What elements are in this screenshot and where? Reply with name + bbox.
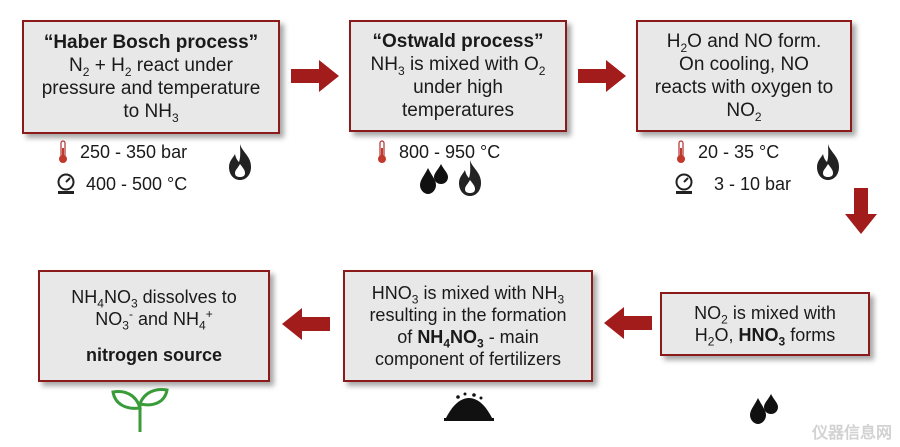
cooling-pressure-value: 3 - 10 bar	[714, 174, 792, 194]
arrow-left-icon	[282, 308, 330, 340]
haber-temp-value: 400 - 500 °C	[86, 174, 188, 194]
hno3-line-3: of NH4NO3 - main	[397, 327, 539, 351]
ostwald-line-3: temperatures	[402, 100, 514, 121]
ostwald-temp-value: 800 - 950 °C	[399, 142, 501, 162]
soil-pile-icon	[444, 392, 494, 421]
droplets-icon	[750, 394, 778, 424]
dissolve-box: NH4NO3 dissolves to NO3- and NH4+ nitrog…	[38, 270, 270, 382]
haber-pressure-row: 250 - 350 bar	[56, 140, 187, 164]
haber-temp-row: 400 - 500 °C	[56, 173, 187, 195]
sprout-icon	[111, 388, 169, 432]
ostwald-box: “Ostwald process” NH3 is mixed with O2 u…	[349, 20, 567, 132]
cooling-line-3: reacts with oxygen to	[654, 77, 834, 98]
ostwald-temp-row: 800 - 950 °C	[375, 140, 500, 164]
haber-bosch-title: “Haber Bosch process”	[43, 32, 259, 53]
cooling-line-1: H2O and NO form.	[666, 31, 822, 55]
haber-line-1: N2 + H2 react under	[69, 55, 233, 79]
dissolve-line-2: NO3- and NH4+	[95, 307, 213, 333]
haber-bosch-box: “Haber Bosch process” N2 + H2 react unde…	[22, 20, 280, 134]
droplets-icon	[420, 164, 448, 194]
haber-line-2: pressure and temperature	[41, 78, 261, 99]
hno3-box: HNO3 is mixed with NH3 resulting in the …	[343, 270, 593, 382]
cooling-temp-value: 20 - 35 °C	[698, 142, 780, 162]
cooling-temp-row: 20 - 35 °C	[674, 140, 779, 164]
cooling-line-4: NO2	[726, 100, 762, 124]
cooling-line-2: On cooling, NO	[679, 54, 809, 75]
ostwald-line-2: under high	[413, 77, 503, 98]
arrow-right-icon	[578, 60, 626, 92]
thermometer-icon	[677, 140, 685, 163]
arrow-right-icon	[291, 60, 339, 92]
flame-icon	[229, 144, 251, 180]
haber-line-3: to NH3	[123, 101, 179, 125]
ostwald-line-1: NH3 is mixed with O2	[370, 54, 546, 78]
hno3-line-1: HNO3 is mixed with NH3	[371, 283, 565, 307]
flame-icon	[817, 144, 839, 180]
cooling-pressure-row: 3 - 10 bar	[674, 173, 791, 195]
cooling-box: H2O and NO form. On cooling, NO reacts w…	[636, 20, 852, 132]
flame-icon	[459, 160, 481, 196]
pressure-gauge-icon	[57, 173, 75, 194]
haber-pressure-value: 250 - 350 bar	[80, 142, 188, 162]
hno3-line-2: resulting in the formation	[369, 305, 567, 325]
ostwald-title: “Ostwald process”	[372, 31, 544, 52]
no2-line-2: H2O, HNO3 forms	[694, 325, 836, 349]
no2-box: NO2 is mixed with H2O, HNO3 forms	[660, 292, 870, 356]
arrow-down-icon	[845, 188, 877, 234]
thermometer-icon	[59, 140, 67, 163]
pressure-gauge-icon	[675, 173, 693, 194]
thermometer-icon	[378, 140, 386, 163]
no2-line-1: NO2 is mixed with	[694, 303, 836, 327]
arrow-left-icon	[604, 307, 652, 339]
watermark: 仪器信息网	[811, 425, 892, 442]
nitrogen-source-label: nitrogen source	[85, 345, 223, 365]
dissolve-line-1: NH4NO3 dissolves to	[71, 287, 237, 311]
hno3-line-4: component of fertilizers	[374, 349, 562, 369]
